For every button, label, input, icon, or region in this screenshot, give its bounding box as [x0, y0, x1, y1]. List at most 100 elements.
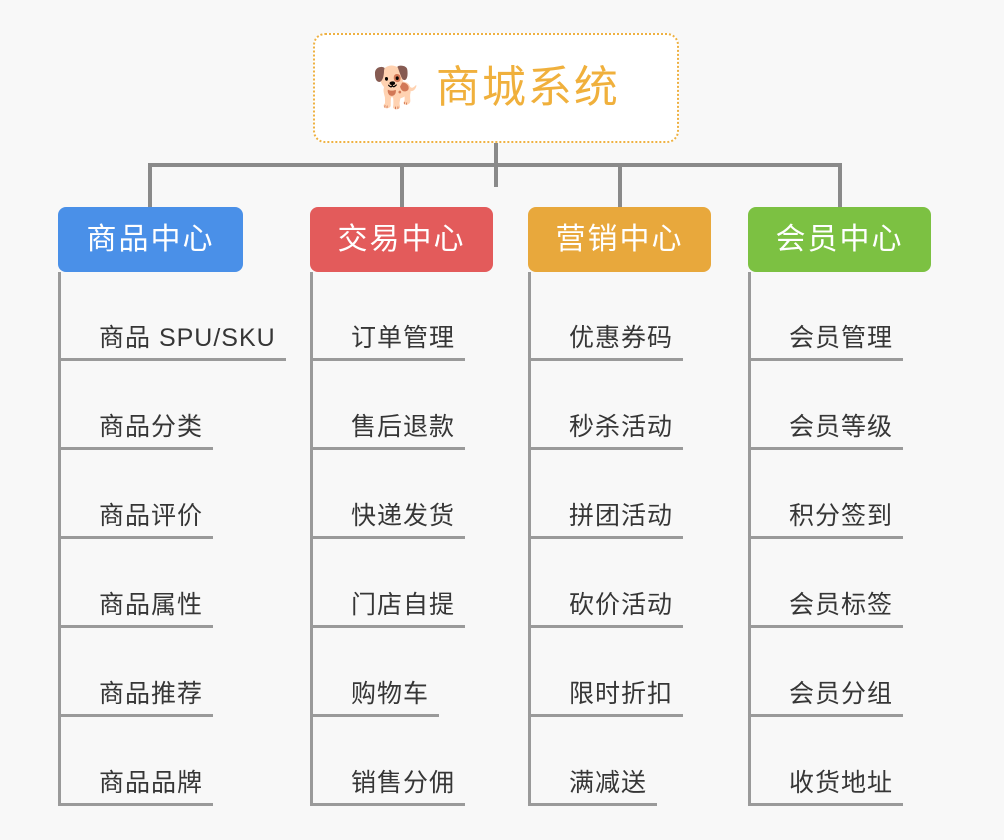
leaf-underline: 收货地址 — [751, 768, 904, 806]
shiba-dog-emoji-icon: 🐕 — [372, 66, 422, 110]
list-item[interactable]: 会员标签 — [748, 539, 931, 628]
list-item[interactable]: 商品推荐 — [58, 628, 243, 717]
branch-header-trade-center[interactable]: 交易中心 — [310, 207, 493, 272]
branch-spine-member-center — [748, 272, 751, 806]
list-item[interactable]: 商品品牌 — [58, 717, 243, 806]
list-item[interactable]: 购物车 — [310, 628, 493, 717]
branch-header-member-center[interactable]: 会员中心 — [748, 207, 931, 272]
connector-branch-2 — [400, 163, 404, 207]
list-item[interactable]: 快递发货 — [310, 450, 493, 539]
leaf-label: 销售分佣 — [351, 768, 456, 797]
leaf-underline: 砍价活动 — [531, 590, 684, 628]
leaf-underline: 积分签到 — [751, 501, 904, 539]
leaf-underline: 商品属性 — [61, 590, 214, 628]
leaf-label: 限时折扣 — [569, 679, 674, 708]
list-item[interactable]: 秒杀活动 — [528, 361, 711, 450]
list-item[interactable]: 优惠券码 — [528, 272, 711, 361]
list-item[interactable]: 积分签到 — [748, 450, 931, 539]
branch-column-marketing-center: 营销中心优惠券码秒杀活动拼团活动砍价活动限时折扣满减送 — [528, 207, 711, 806]
list-item[interactable]: 收货地址 — [748, 717, 931, 806]
leaf-label: 商品评价 — [99, 501, 204, 530]
leaf-underline: 商品品牌 — [61, 768, 214, 806]
leaf-underline: 订单管理 — [313, 323, 466, 361]
leaf-label: 商品品牌 — [99, 768, 204, 797]
connector-branch-1 — [148, 163, 152, 207]
branch-item-list: 优惠券码秒杀活动拼团活动砍价活动限时折扣满减送 — [528, 272, 711, 806]
list-item[interactable]: 拼团活动 — [528, 450, 711, 539]
leaf-label: 收货地址 — [789, 768, 894, 797]
branch-item-list: 会员管理会员等级积分签到会员标签会员分组收货地址 — [748, 272, 931, 806]
leaf-label: 会员管理 — [789, 323, 894, 352]
root-title: 商城系统 — [435, 63, 620, 112]
leaf-label: 订单管理 — [351, 323, 456, 352]
list-item[interactable]: 门店自提 — [310, 539, 493, 628]
branch-header-label: 交易中心 — [337, 222, 466, 256]
leaf-underline: 限时折扣 — [531, 679, 684, 717]
leaf-label: 积分签到 — [789, 501, 894, 530]
list-item[interactable]: 商品 SPU/SKU — [58, 272, 286, 361]
branch-header-label: 营销中心 — [555, 222, 684, 256]
root-node[interactable]: 🐕 商城系统 — [313, 33, 679, 143]
leaf-label: 会员标签 — [789, 590, 894, 619]
list-item[interactable]: 销售分佣 — [310, 717, 493, 806]
list-item[interactable]: 订单管理 — [310, 272, 493, 361]
leaf-underline: 拼团活动 — [531, 501, 684, 539]
leaf-label: 商品分类 — [99, 412, 204, 441]
leaf-label: 会员等级 — [789, 412, 894, 441]
branch-header-product-center[interactable]: 商品中心 — [58, 207, 243, 272]
connector-horizontal-bus — [150, 163, 842, 167]
branch-spine-marketing-center — [528, 272, 531, 806]
leaf-label: 砍价活动 — [569, 590, 674, 619]
leaf-underline: 商品评价 — [61, 501, 214, 539]
list-item[interactable]: 会员管理 — [748, 272, 931, 361]
leaf-underline: 商品推荐 — [61, 679, 214, 717]
branch-item-list: 订单管理售后退款快递发货门店自提购物车销售分佣 — [310, 272, 493, 806]
leaf-label: 会员分组 — [789, 679, 894, 708]
branch-column-trade-center: 交易中心订单管理售后退款快递发货门店自提购物车销售分佣 — [310, 207, 493, 806]
leaf-underline: 会员管理 — [751, 323, 904, 361]
leaf-underline: 会员分组 — [751, 679, 904, 717]
connector-branch-3 — [618, 163, 622, 207]
list-item[interactable]: 会员等级 — [748, 361, 931, 450]
leaf-underline: 商品 SPU/SKU — [61, 323, 286, 361]
list-item[interactable]: 商品属性 — [58, 539, 243, 628]
leaf-underline: 满减送 — [531, 769, 658, 806]
leaf-underline: 秒杀活动 — [531, 412, 684, 450]
branch-column-member-center: 会员中心会员管理会员等级积分签到会员标签会员分组收货地址 — [748, 207, 931, 806]
branch-spine-trade-center — [310, 272, 313, 806]
leaf-underline: 会员标签 — [751, 590, 904, 628]
branch-header-label: 商品中心 — [86, 222, 215, 256]
leaf-underline: 购物车 — [313, 679, 440, 717]
list-item[interactable]: 限时折扣 — [528, 628, 711, 717]
leaf-underline: 快递发货 — [313, 501, 466, 539]
leaf-underline: 门店自提 — [313, 590, 466, 628]
branch-item-list: 商品 SPU/SKU 商品分类商品评价商品属性商品推荐商品品牌 — [58, 272, 286, 806]
leaf-underline: 销售分佣 — [313, 768, 466, 806]
branch-column-product-center: 商品中心商品 SPU/SKU 商品分类商品评价商品属性商品推荐商品品牌 — [58, 207, 286, 806]
branch-header-label: 会员中心 — [775, 222, 904, 256]
leaf-label: 门店自提 — [351, 590, 456, 619]
list-item[interactable]: 砍价活动 — [528, 539, 711, 628]
leaf-label: 售后退款 — [351, 412, 456, 441]
list-item[interactable]: 会员分组 — [748, 628, 931, 717]
list-item[interactable]: 售后退款 — [310, 361, 493, 450]
leaf-label: 商品 SPU/SKU — [99, 323, 276, 352]
leaf-label: 商品推荐 — [99, 679, 204, 708]
branch-header-marketing-center[interactable]: 营销中心 — [528, 207, 711, 272]
list-item[interactable]: 商品分类 — [58, 361, 243, 450]
leaf-label: 优惠券码 — [569, 323, 674, 352]
leaf-label: 拼团活动 — [569, 501, 674, 530]
leaf-label: 快递发货 — [351, 501, 456, 530]
leaf-underline: 优惠券码 — [531, 323, 684, 361]
branch-spine-product-center — [58, 272, 61, 806]
connector-branch-4 — [838, 163, 842, 207]
leaf-label: 秒杀活动 — [569, 412, 674, 441]
leaf-underline: 商品分类 — [61, 412, 214, 450]
leaf-underline: 售后退款 — [313, 412, 466, 450]
list-item[interactable]: 商品评价 — [58, 450, 243, 539]
leaf-label: 商品属性 — [99, 590, 204, 619]
list-item[interactable]: 满减送 — [528, 717, 711, 806]
leaf-label: 购物车 — [351, 679, 430, 708]
leaf-underline: 会员等级 — [751, 412, 904, 450]
